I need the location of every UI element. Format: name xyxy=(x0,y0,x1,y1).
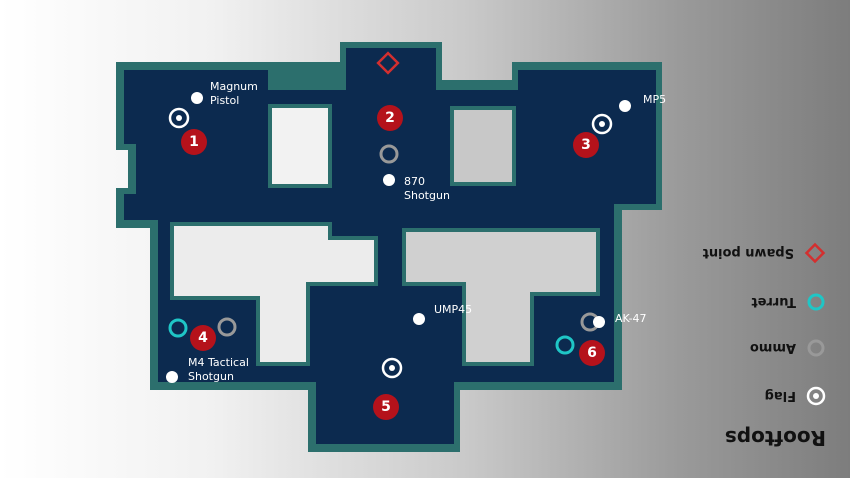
weapon-label-ak47: AK-47 xyxy=(615,312,647,325)
flag-icon xyxy=(591,113,613,135)
weapon-dot-ak47 xyxy=(593,316,605,328)
legend-item-spawn-point: Spawn point xyxy=(703,242,826,264)
spawn-point-icon xyxy=(376,51,400,75)
weapon-label-m4: M4 Tactical Shotgun xyxy=(188,356,249,383)
legend-item-ammo: Ammo xyxy=(750,338,826,358)
legend-label: Turret xyxy=(751,294,796,310)
flag-icon xyxy=(806,386,826,406)
weapon-label-mp5: MP5 xyxy=(643,93,667,106)
spawn-point-icon xyxy=(804,242,826,264)
ammo-icon xyxy=(379,144,399,164)
ammo-icon xyxy=(807,339,825,357)
weapon-dot-mp5 xyxy=(619,100,631,112)
hole-left-top-inner xyxy=(272,108,328,184)
legend-item-turret: Turret xyxy=(751,292,826,312)
flag-icon xyxy=(168,107,190,129)
weapon-label-870: 870 Shotgun xyxy=(404,175,450,202)
weapon-label-magnum: Magnum Pistol xyxy=(210,80,258,107)
legend-item-flag: Flag xyxy=(765,386,826,406)
weapon-dot-ump45 xyxy=(413,313,425,325)
zone-marker-5: 5 xyxy=(373,394,399,420)
turret-icon xyxy=(807,293,825,311)
flag-icon xyxy=(381,357,403,379)
zone-marker-2: 2 xyxy=(377,105,403,131)
hole-left-mid-inner xyxy=(174,226,374,362)
legend: Rooftops Flag Ammo Turret Spawn point xyxy=(660,232,850,462)
turret-icon xyxy=(555,335,575,355)
ammo-icon xyxy=(217,317,237,337)
map-title: Rooftops xyxy=(724,426,826,450)
legend-label: Spawn point xyxy=(702,245,794,261)
legend-label: Flag xyxy=(764,388,796,404)
zone-marker-4: 4 xyxy=(190,325,216,351)
hole-right-mid-inner xyxy=(406,232,596,362)
hole-right-top-inner xyxy=(454,110,512,182)
weapon-dot-magnum xyxy=(191,92,203,104)
legend-label: Ammo xyxy=(749,340,796,356)
zone-marker-6: 6 xyxy=(579,340,605,366)
weapon-label-ump45: UMP45 xyxy=(434,303,473,316)
zone-marker-3: 3 xyxy=(573,132,599,158)
weapon-dot-870 xyxy=(383,174,395,186)
zone-marker-1: 1 xyxy=(181,129,207,155)
floor-plan xyxy=(116,42,662,452)
turret-icon xyxy=(168,318,188,338)
weapon-dot-m4 xyxy=(166,371,178,383)
